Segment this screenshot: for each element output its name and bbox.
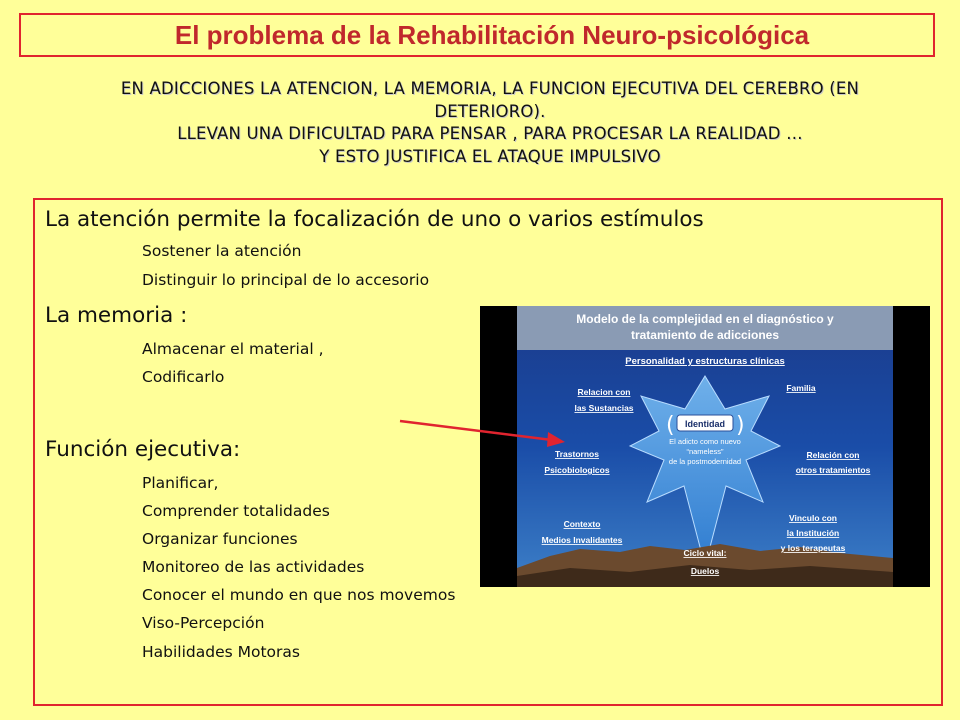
label-relacion-tratamientos: otros tratamientos: [796, 465, 871, 475]
heading-funcion: Función ejecutiva:: [45, 437, 241, 462]
subtitle-line: LLEVAN UNA DIFICULTAD PARA PENSAR , PARA…: [177, 124, 803, 143]
label-vinculo: Vinculo con: [789, 513, 837, 523]
figure-title-line: tratamiento de adicciones: [631, 328, 779, 342]
label-relacion-sustancias: Relacion con: [578, 387, 631, 397]
figure-top-label: Personalidad y estructuras clínicas: [625, 356, 784, 367]
item-funcion-2: Comprender totalidades: [142, 502, 330, 520]
item-funcion-1: Planificar,: [142, 474, 219, 492]
subtitle-line: Y ESTO JUSTIFICA EL ATAQUE IMPULSIVO: [319, 146, 661, 166]
center-text-line: “nameless”: [686, 447, 724, 456]
item-funcion-7: Habilidades Motoras: [142, 643, 300, 661]
slide-title: El problema de la Rehabilitación Neuro-p…: [174, 20, 810, 50]
identidad-badge: [676, 414, 734, 432]
label-vinculo: la Institución: [787, 528, 839, 538]
heading-memoria: La memoria :: [45, 303, 188, 328]
left-arrow-icon: (: [666, 413, 675, 438]
label-relacion-tratamientos: Relación con: [807, 450, 860, 460]
figure-title-line: Modelo de la complejidad en el diagnósti…: [576, 312, 834, 326]
item-memoria-1: Almacenar el material ,: [142, 340, 324, 358]
figure-graphic: Modelo de la complejidad en el diagnósti…: [517, 306, 893, 587]
label-ciclo: Duelos: [691, 566, 720, 576]
item-funcion-3: Organizar funciones: [142, 530, 298, 548]
mountains-shadow: [517, 565, 893, 587]
item-memoria-2: Codificarlo: [142, 368, 225, 386]
heading-atencion: La atención permite la focalización de u…: [45, 207, 704, 232]
center-text-line: El adicto como nuevo: [669, 437, 741, 446]
label-ciclo: Ciclo vital:: [684, 548, 727, 558]
label-familia: Familia: [786, 383, 816, 393]
complexity-model-figure: Modelo de la complejidad en el diagnósti…: [480, 306, 930, 587]
label-contexto: Medios Invalidantes: [542, 535, 623, 545]
label-vinculo: y los terapeutas: [781, 543, 846, 553]
label-trastornos: Trastornos: [555, 449, 599, 459]
label-contexto: Contexto: [564, 519, 601, 529]
title-frame: El problema de la Rehabilitación Neuro-p…: [19, 13, 935, 57]
right-arrow-icon: ): [736, 413, 745, 438]
item-atencion-1: Sostener la atención: [142, 242, 302, 260]
content-frame: [33, 198, 943, 706]
label-trastornos: Psicobiologicos: [544, 465, 609, 475]
item-funcion-5: Conocer el mundo en que nos movemos: [142, 586, 456, 604]
figure-title-band: [517, 306, 893, 350]
label-relacion-sustancias: las Sustancias: [574, 403, 633, 413]
subtitle-line: EN ADICCIONES LA ATENCION, LA MEMORIA, L…: [120, 79, 860, 98]
item-funcion-6: Viso-Percepción: [142, 614, 265, 632]
center-text-line: de la postmodernidad: [669, 457, 741, 466]
item-atencion-2: Distinguir lo principal de lo accesorio: [142, 271, 430, 289]
slide-subtitle: EN ADICCIONES LA ATENCION, LA MEMORIA, L…: [60, 78, 920, 168]
item-funcion-4: Monitoreo de las actividades: [142, 558, 365, 576]
subtitle-line: DETERIORO).: [434, 101, 546, 121]
identidad-label: Identidad: [685, 419, 725, 429]
